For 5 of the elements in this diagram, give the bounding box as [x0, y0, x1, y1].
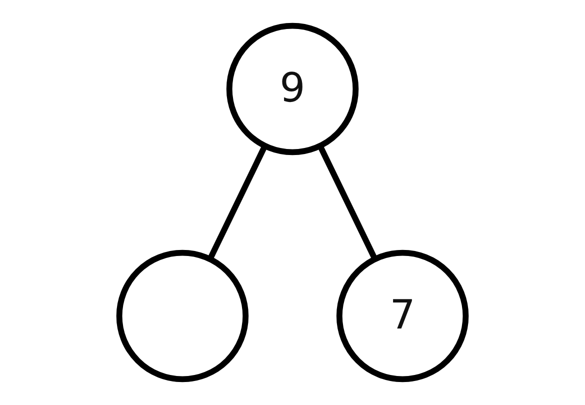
- connector: [317, 144, 378, 260]
- node-circle: 9: [226, 22, 359, 156]
- node-circle: [116, 250, 249, 382]
- connector: [207, 144, 268, 260]
- node-circle: 7: [336, 250, 469, 382]
